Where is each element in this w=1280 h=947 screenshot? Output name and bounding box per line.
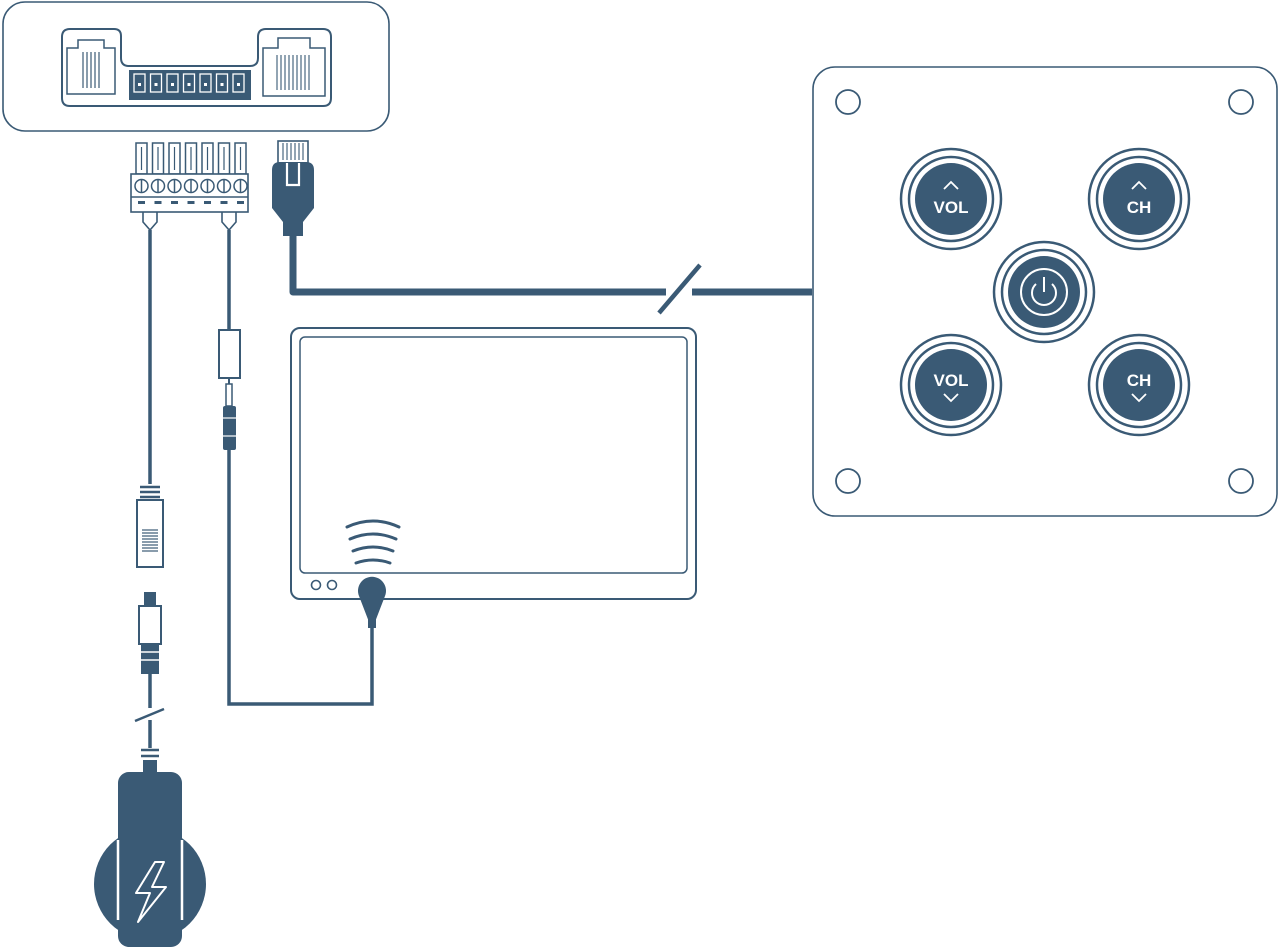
socket-pin bbox=[215, 73, 229, 93]
vol-down-button[interactable]: VOL bbox=[899, 333, 1003, 437]
socket-pin bbox=[149, 73, 163, 93]
rj-port-left-icon bbox=[66, 39, 116, 95]
socket-pin bbox=[166, 73, 179, 93]
power-supply-icon bbox=[94, 748, 206, 947]
lightning-bolt-icon bbox=[135, 861, 167, 923]
socket-pin bbox=[133, 73, 146, 93]
audio-jack-icon bbox=[218, 329, 241, 450]
socket-pin-dot bbox=[237, 83, 240, 86]
socket-pin-dot bbox=[220, 83, 224, 86]
socket-pin-dot bbox=[154, 83, 158, 86]
socket-pin-dot bbox=[171, 83, 174, 86]
terminal-socket-icon bbox=[129, 70, 251, 100]
terminal-marker bbox=[220, 201, 228, 204]
controller-box bbox=[2, 1, 390, 132]
rj-plug-icon bbox=[272, 140, 314, 236]
mounting-hole-icon bbox=[1228, 468, 1254, 494]
socket-pin-dot bbox=[187, 83, 191, 86]
mounting-hole-icon bbox=[835, 468, 861, 494]
socket-pin bbox=[232, 73, 245, 93]
socket-pin-dot bbox=[138, 83, 141, 86]
ch-down-button[interactable]: CH bbox=[1087, 333, 1191, 437]
ir-emitter-icon bbox=[345, 519, 401, 628]
power-button[interactable] bbox=[992, 240, 1096, 344]
chevron-up-icon bbox=[943, 180, 959, 190]
terminal-marker bbox=[171, 201, 178, 204]
ir-cable bbox=[227, 230, 374, 706]
socket-pin bbox=[199, 73, 212, 93]
terminal-marker bbox=[187, 201, 195, 204]
chevron-down-icon bbox=[943, 393, 959, 403]
terminal-marker bbox=[138, 201, 145, 204]
terminal-block-icon bbox=[130, 142, 249, 232]
ch-up-button[interactable]: CH bbox=[1087, 147, 1191, 251]
socket-pin bbox=[182, 73, 196, 93]
chevron-down-icon bbox=[1131, 393, 1147, 403]
vol-up-label: VOL bbox=[934, 198, 969, 217]
vol-down-label: VOL bbox=[934, 371, 969, 390]
tv-display-icon bbox=[290, 327, 697, 600]
terminal-marker bbox=[237, 201, 244, 204]
ch-down-label: CH bbox=[1127, 371, 1152, 390]
terminal-marker bbox=[154, 201, 162, 204]
terminal-marker bbox=[204, 201, 211, 204]
mounting-hole-icon bbox=[1228, 89, 1254, 115]
power-cable bbox=[134, 230, 165, 748]
ethernet-cable bbox=[289, 236, 812, 315]
ch-up-label: CH bbox=[1127, 198, 1152, 217]
mounting-hole-icon bbox=[835, 89, 861, 115]
vol-up-button[interactable]: VOL bbox=[899, 147, 1003, 251]
barrel-connector-icon bbox=[136, 485, 164, 674]
rj-port-right-icon bbox=[262, 37, 326, 97]
power-icon bbox=[1020, 268, 1068, 316]
socket-pin-dot bbox=[204, 83, 207, 86]
chevron-up-icon bbox=[1131, 180, 1147, 190]
ir-signal-icon bbox=[345, 519, 401, 565]
